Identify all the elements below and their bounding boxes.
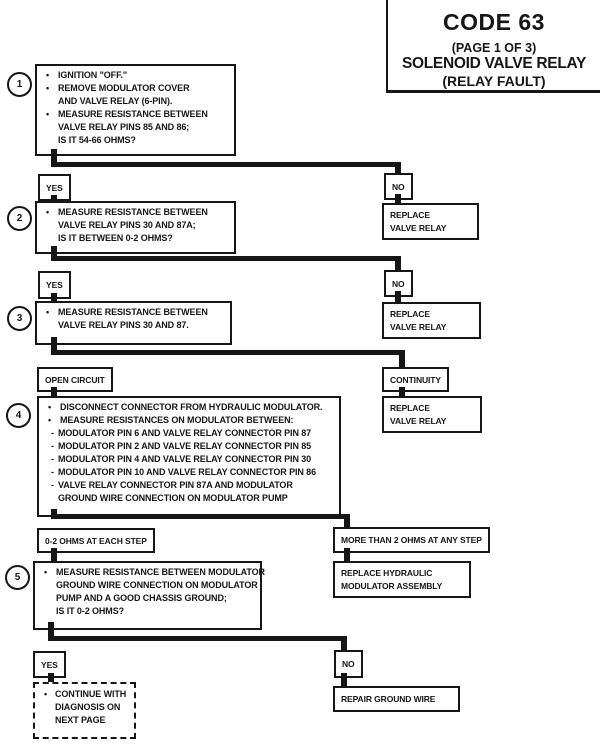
step-line: PUMP AND A GOOD CHASSIS GROUND; bbox=[56, 593, 227, 603]
step-number-circle: 2 bbox=[7, 206, 32, 231]
connector-line bbox=[48, 636, 347, 641]
step-line: MODULATOR PIN 2 AND VALVE RELAY CONNECTO… bbox=[39, 440, 339, 453]
step-2-box: MEASURE RESISTANCE BETWEEN VALVE RELAY P… bbox=[35, 201, 236, 254]
step-line: MODULATOR PIN 4 AND VALVE RELAY CONNECTO… bbox=[39, 453, 339, 466]
step-line: MEASURE RESISTANCE BETWEEN bbox=[37, 306, 230, 319]
step-line: VALVE RELAY PINS 30 AND 87. bbox=[58, 320, 189, 330]
connector-line bbox=[395, 162, 401, 174]
branch-open-circuit: OPEN CIRCUIT bbox=[37, 367, 113, 392]
branch-no-2: NO bbox=[384, 270, 413, 297]
step-line: GROUND WIRE CONNECTION ON MODULATOR bbox=[56, 580, 258, 590]
connector-line bbox=[51, 514, 350, 519]
connector-line bbox=[51, 162, 401, 167]
action-line: REPLACE bbox=[390, 210, 430, 220]
step-line: GROUND WIRE CONNECTION ON MODULATOR PUMP bbox=[58, 493, 288, 503]
repair-ground-wire-box: REPAIR GROUND WIRE bbox=[333, 686, 460, 712]
replace-valve-relay-box-1: REPLACE VALVE RELAY bbox=[382, 203, 479, 240]
connector-line bbox=[51, 256, 401, 261]
step-line: IGNITION "OFF." bbox=[37, 69, 234, 82]
action-line: VALVE RELAY bbox=[390, 222, 447, 233]
step-line: MEASURE RESISTANCE BETWEEN MODULATOR bbox=[35, 566, 265, 579]
step-line: NEXT PAGE bbox=[55, 715, 106, 725]
title-page-num: (PAGE 1 OF 3) bbox=[451, 41, 537, 55]
step-line: IS IT BETWEEN 0-2 OHMS? bbox=[58, 233, 173, 243]
step-line: VALVE RELAY PINS 30 AND 87A; bbox=[58, 220, 196, 230]
step-line: MODULATOR PIN 10 AND VALVE RELAY CONNECT… bbox=[39, 466, 339, 479]
step-4-box: DISCONNECT CONNECTOR FROM HYDRAULIC MODU… bbox=[37, 396, 341, 517]
step-line: IS IT 54-66 OHMS? bbox=[58, 135, 136, 145]
branch-continuity: CONTINUITY bbox=[382, 367, 449, 392]
step-1-box: IGNITION "OFF." REMOVE MODULATOR COVER A… bbox=[35, 64, 236, 156]
step-line: DIAGNOSIS ON bbox=[55, 702, 121, 712]
step-number-circle: 5 bbox=[5, 565, 30, 590]
connector-line bbox=[48, 622, 54, 638]
action-line: REPAIR GROUND WIRE bbox=[341, 694, 436, 704]
action-line: VALVE RELAY bbox=[390, 415, 447, 426]
step-number-circle: 3 bbox=[7, 306, 32, 331]
action-line: REPLACE HYDRAULIC bbox=[341, 568, 433, 578]
connector-line bbox=[395, 194, 401, 204]
connector-line bbox=[399, 350, 405, 367]
step-line: MEASURE RESISTANCE BETWEEN bbox=[37, 206, 234, 219]
title-fault: (RELAY FAULT) bbox=[442, 73, 546, 89]
connector-line bbox=[51, 337, 57, 351]
connector-line bbox=[344, 514, 350, 528]
connector-line bbox=[341, 673, 347, 686]
action-line: VALVE RELAY bbox=[390, 321, 447, 332]
step-line: VALVE RELAY PINS 85 AND 86; bbox=[58, 122, 190, 132]
step-line: MEASURE RESISTANCE BETWEEN bbox=[37, 108, 234, 121]
connector-line bbox=[51, 293, 57, 302]
connector-line bbox=[51, 509, 57, 515]
connector-line bbox=[51, 195, 57, 203]
action-line: REPLACE bbox=[390, 309, 430, 319]
connector-line bbox=[51, 149, 57, 162]
connector-line bbox=[399, 387, 405, 397]
step-line: DISCONNECT CONNECTOR FROM HYDRAULIC MODU… bbox=[39, 401, 339, 414]
step-line: REMOVE MODULATOR COVER bbox=[37, 82, 234, 95]
branch-more-than-2-ohms: MORE THAN 2 OHMS AT ANY STEP bbox=[333, 527, 490, 553]
title-block: CODE 63 (PAGE 1 OF 3) SOLENOID VALVE REL… bbox=[386, 0, 600, 93]
step-number-circle: 1 bbox=[7, 72, 32, 97]
branch-no-3: NO bbox=[334, 650, 363, 678]
connector-line bbox=[395, 291, 401, 303]
step-line: MODULATOR PIN 6 AND VALVE RELAY CONNECTO… bbox=[39, 427, 339, 440]
action-line: REPLACE bbox=[390, 403, 430, 413]
connector-line bbox=[341, 636, 347, 651]
step-line: VALVE RELAY CONNECTOR PIN 87A AND MODULA… bbox=[39, 479, 339, 492]
title-name: SOLENOID VALVE RELAY bbox=[401, 55, 587, 72]
page-title: CODE 63 bbox=[443, 9, 545, 35]
step-line: MEASURE RESISTANCES ON MODULATOR BETWEEN… bbox=[39, 414, 339, 427]
connector-line bbox=[51, 246, 57, 257]
connector-line bbox=[51, 350, 405, 355]
step-number-circle: 4 bbox=[6, 403, 31, 428]
step-line: IS IT 0-2 OHMS? bbox=[56, 606, 125, 616]
branch-ohms-each-step: 0-2 OHMS AT EACH STEP bbox=[37, 528, 155, 553]
connector-line bbox=[344, 548, 350, 562]
step-3-box: MEASURE RESISTANCE BETWEEN VALVE RELAY P… bbox=[35, 301, 232, 345]
connector-line bbox=[51, 387, 57, 397]
continue-next-page-box: CONTINUE WITH DIAGNOSIS ON NEXT PAGE bbox=[33, 682, 136, 739]
step-line: CONTINUE WITH bbox=[35, 688, 134, 701]
replace-valve-relay-box-2: REPLACE VALVE RELAY bbox=[382, 302, 481, 339]
action-line: MODULATOR ASSEMBLY bbox=[341, 580, 443, 591]
step-line: AND VALVE RELAY (6-PIN). bbox=[58, 96, 173, 106]
connector-line bbox=[48, 673, 54, 683]
step-5-box: MEASURE RESISTANCE BETWEEN MODULATOR GRO… bbox=[33, 561, 265, 630]
replace-hydraulic-modulator-box: REPLACE HYDRAULIC MODULATOR ASSEMBLY bbox=[333, 561, 471, 598]
connector-line bbox=[51, 548, 57, 562]
connector-line bbox=[395, 256, 401, 270]
replace-valve-relay-box-3: REPLACE VALVE RELAY bbox=[382, 396, 482, 433]
